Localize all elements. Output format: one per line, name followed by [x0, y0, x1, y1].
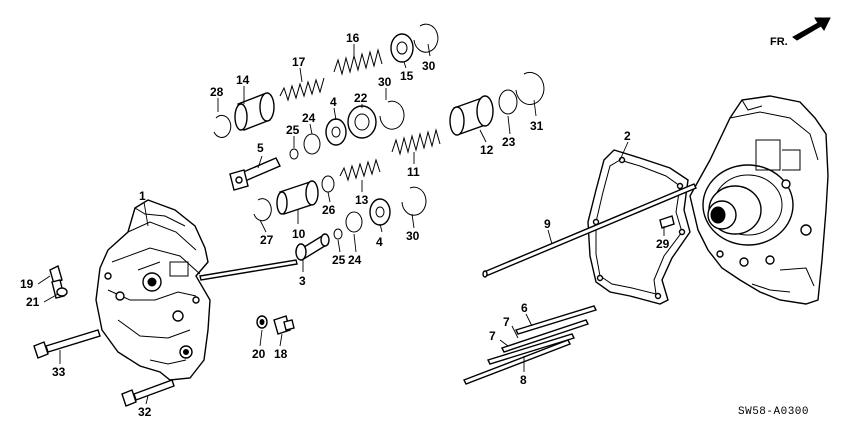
callout-15: 15: [400, 69, 414, 83]
callout-26: 26: [322, 203, 336, 217]
callout-30-top: 30: [422, 59, 436, 73]
callout-29: 29: [656, 237, 670, 251]
housing-pipe: [199, 259, 298, 281]
part-27-snap-ring: [253, 198, 272, 222]
callout-2: 2: [624, 129, 631, 143]
part-4-washer-lower: [369, 198, 391, 226]
part-1-housing: [95, 199, 211, 381]
callout-1: 1: [139, 189, 146, 203]
part-23-o-ring: [498, 89, 518, 115]
part-29-dowel-pin: [659, 215, 675, 229]
part-28-snap-ring: [213, 114, 232, 138]
part-2-gasket: [587, 149, 691, 305]
part-32-bolt: [121, 379, 175, 407]
callout-7-right: 7: [503, 315, 510, 329]
callout-12: 12: [480, 143, 494, 157]
callout-24-upper: 24: [302, 111, 316, 125]
part-7-pipe-upper: [501, 319, 589, 353]
part-26-o-ring: [321, 175, 335, 193]
callout-3: 3: [299, 274, 306, 288]
part-5-valve: [229, 157, 281, 191]
part-8-pipe: [463, 339, 571, 385]
callout-21: 21: [26, 295, 40, 309]
callout-30-middle: 30: [378, 75, 392, 89]
part-21-washer: [56, 287, 68, 297]
callouts: 1 2 3 4 4 5 6 7 7 8 9 10 11 12 13 14 15 …: [20, 31, 670, 419]
part-20-washer: [256, 315, 268, 329]
callout-17: 17: [292, 55, 306, 69]
part-24-o-ring-lower: [345, 211, 363, 233]
leader-lines: [37, 43, 665, 405]
part-13-spring: [339, 158, 381, 182]
callout-5: 5: [257, 141, 264, 155]
part-3-valve: [294, 233, 330, 261]
part-25-o-ring-upper: [289, 148, 299, 160]
part-12-sleeve: [449, 95, 494, 136]
callout-18: 18: [274, 347, 288, 361]
callout-23: 23: [502, 135, 516, 149]
part-14-sleeve: [234, 92, 275, 131]
callout-11: 11: [407, 165, 420, 179]
part-31-snap-ring: [515, 72, 545, 105]
part-11-spring: [391, 128, 441, 156]
callout-31: 31: [530, 119, 544, 133]
callout-10: 10: [292, 227, 306, 241]
part-30-snap-ring-middle: [379, 100, 405, 130]
part-33-bolt: [33, 329, 101, 359]
callout-27: 27: [260, 233, 274, 247]
front-arrow-icon: [792, 17, 831, 41]
callout-25-upper: 25: [286, 123, 300, 137]
callout-8: 8: [520, 373, 527, 387]
callout-22: 22: [354, 91, 368, 105]
part-25-o-ring-lower: [333, 228, 343, 240]
part-16-spring: [333, 48, 383, 76]
callout-14: 14: [236, 73, 250, 87]
callout-9: 9: [544, 217, 551, 231]
callout-4-upper: 4: [330, 95, 337, 109]
diagram-code: SW58-A0300: [738, 406, 809, 418]
callout-13: 13: [355, 193, 369, 207]
part-17-spring: [279, 77, 325, 102]
part-4-washer-upper: [325, 118, 347, 146]
callout-24-lower: 24: [348, 253, 362, 267]
part-22-bearing: [347, 105, 377, 139]
front-label: FR.: [770, 36, 788, 48]
part-30-snap-ring-top: [413, 23, 439, 53]
part-7-pipe-lower: [487, 333, 575, 365]
part-15-bearing: [390, 33, 414, 63]
part-10-sleeve: [276, 180, 319, 215]
callout-6: 6: [521, 301, 528, 315]
callout-19: 19: [20, 277, 34, 291]
callout-32: 32: [138, 405, 152, 419]
part-18-bolt: [273, 315, 295, 335]
callout-25-lower: 25: [332, 253, 346, 267]
part-30-snap-ring-lower: [401, 186, 427, 216]
callout-20: 20: [252, 347, 266, 361]
part-6-pipe: [515, 305, 597, 335]
callout-33: 33: [52, 365, 66, 379]
callout-28: 28: [210, 85, 224, 99]
callout-16: 16: [346, 31, 360, 45]
front-direction-indicator: FR.: [770, 17, 831, 48]
callout-4-lower: 4: [376, 235, 383, 249]
callout-30-lower: 30: [406, 229, 420, 243]
part-24-o-ring-upper: [303, 133, 321, 155]
transmission-case: [689, 95, 829, 305]
part-9-pipe: [482, 183, 697, 278]
callout-7-left: 7: [489, 329, 496, 343]
